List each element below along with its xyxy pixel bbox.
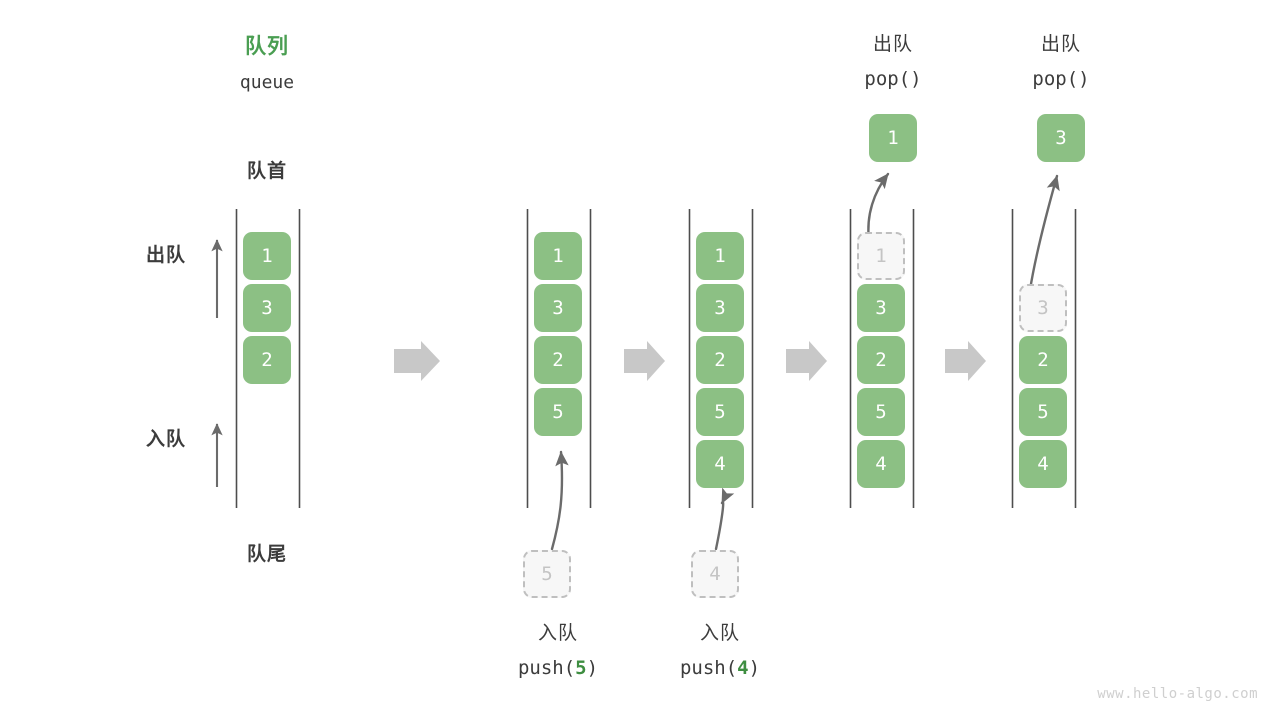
queue-cell: 5 [534,388,582,436]
pop-operation-code: pop() [864,68,922,90]
push-arrow-5 [550,450,569,551]
queue-cell: 4 [857,440,905,488]
queue-cell: 4 [696,440,744,488]
queue-cell: 2 [857,336,905,384]
queue-cell: 3 [696,284,744,332]
queue-rails [235,209,1077,508]
push-operation-code: push(5) [518,657,598,681]
push-code-arg: 5 [575,657,587,679]
dequeue-direction-label: 出队 [146,245,187,266]
pop-operation-label: 出队 [1040,34,1082,55]
push-operation-label: 入队 [537,623,579,644]
push-operation-label: 入队 [699,623,741,644]
popped-element: 3 [1037,114,1085,162]
queue-cell: 4 [1019,440,1067,488]
pop-arrow-1 [867,172,890,242]
push-code-prefix: push( [679,657,738,679]
push-code-suffix: ) [586,657,599,679]
incoming-element: 5 [523,550,571,598]
step-arrow-1 [394,341,440,381]
push-code-prefix: push( [517,657,576,679]
enqueue-direction-label: 入队 [146,429,187,450]
queue-cell: 2 [696,336,744,384]
push-code-suffix: ) [748,657,761,679]
diagram-title-en: queue [239,72,295,93]
queue-cell: 1 [243,232,291,280]
pop-operation-code: pop() [1032,68,1090,90]
step-arrow-4 [945,341,986,381]
step-arrow-2 [624,341,665,381]
queue-cell: 5 [696,388,744,436]
queue-cell: 1 [857,232,905,280]
queue-cell: 2 [1019,336,1067,384]
push-code-arg: 4 [737,657,749,679]
pop-arrow-3 [1028,174,1060,292]
queue-cell: 1 [534,232,582,280]
incoming-element: 4 [691,550,739,598]
queue-cell: 3 [534,284,582,332]
push-arrow-4 [714,487,735,551]
queue-cell: 3 [243,284,291,332]
site-watermark: www.hello-algo.com [1097,686,1258,702]
queue-tail-label: 队尾 [246,544,288,565]
queue-cell: 3 [857,284,905,332]
queue-cell: 3 [1019,284,1067,332]
queue-cell: 1 [696,232,744,280]
queue-head-label: 队首 [246,161,288,182]
pop-operation-label: 出队 [872,34,914,55]
diagram-title-cn: 队列 [245,35,289,58]
queue-cell: 2 [243,336,291,384]
queue-cell: 5 [857,388,905,436]
step-arrow-3 [786,341,827,381]
queue-cell: 2 [534,336,582,384]
popped-element: 1 [869,114,917,162]
queue-cell: 5 [1019,388,1067,436]
push-operation-code: push(4) [680,657,760,681]
